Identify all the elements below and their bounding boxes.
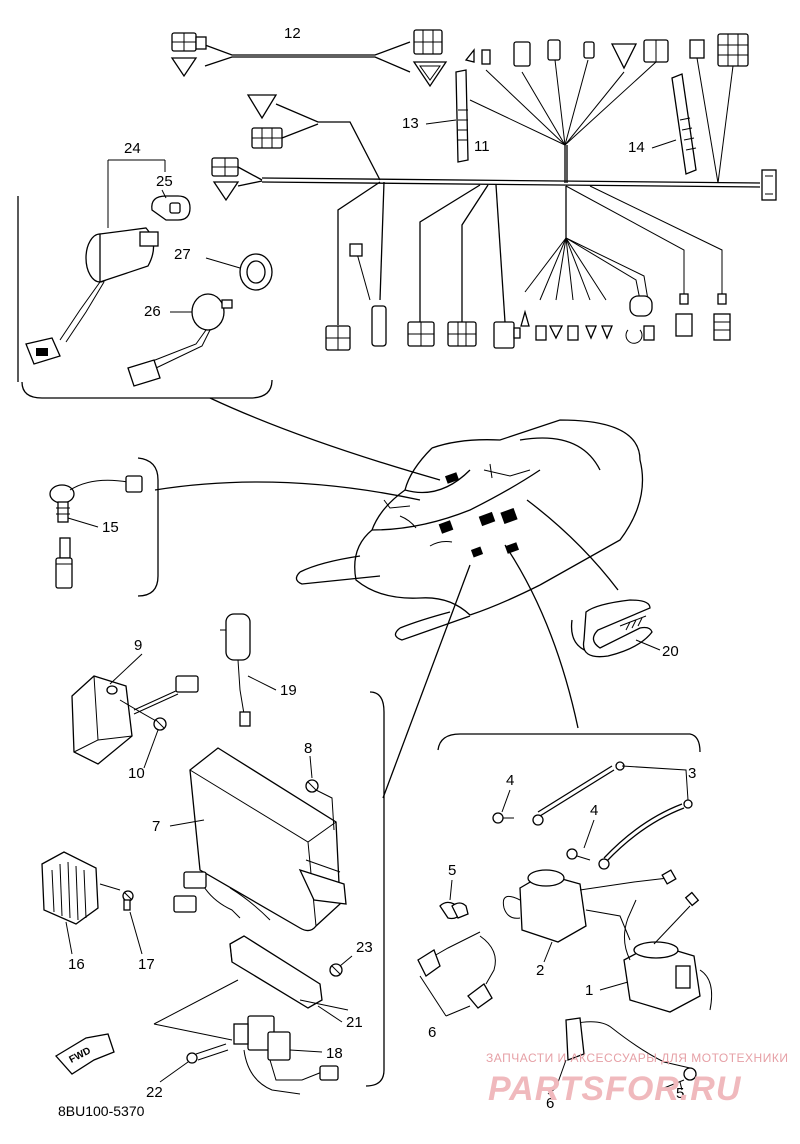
main-switch-group: [17, 159, 273, 399]
main-harness-11: [211, 33, 777, 351]
callout-16: 16: [68, 956, 85, 973]
snowmobile-outline: [154, 397, 644, 799]
callout-20: 20: [662, 643, 679, 660]
callout-1: 1: [585, 982, 593, 999]
callout-26: 26: [144, 303, 161, 320]
band-20-group: [570, 599, 653, 658]
callout-19: 19: [280, 682, 297, 699]
callout-10: 10: [128, 765, 145, 782]
callout-6-b: 6: [546, 1095, 554, 1112]
callout-7: 7: [152, 818, 160, 835]
cdi-group: [41, 613, 385, 1095]
callout-6-a: 6: [428, 1024, 436, 1041]
callout-11: 11: [474, 138, 490, 155]
callout-5-b: 5: [676, 1085, 684, 1102]
callout-3: 3: [688, 765, 696, 782]
callout-4-a: 4: [506, 772, 514, 789]
wire-harness-12: [170, 29, 448, 88]
callout-4-b: 4: [590, 802, 598, 819]
callout-25: 25: [156, 173, 173, 190]
sensor-15-group: [49, 457, 159, 597]
drawing-code: 8BU100-5370: [58, 1103, 145, 1119]
callout-5-a: 5: [448, 862, 456, 879]
callout-12: 12: [284, 25, 301, 42]
watermark: ЗАПЧАСТИ И АКСЕССУАРЫ ДЛЯ МОТОТЕХНИКИ PA…: [486, 1051, 788, 1108]
callout-22: 22: [146, 1084, 163, 1101]
callout-2: 2: [536, 962, 544, 979]
watermark-tagline: ЗАПЧАСТИ И АКСЕССУАРЫ ДЛЯ МОТОТЕХНИКИ: [486, 1051, 788, 1065]
callout-21: 21: [346, 1014, 363, 1031]
callout-17: 17: [138, 956, 155, 973]
callout-8: 8: [304, 740, 312, 757]
callout-18: 18: [326, 1045, 343, 1062]
callout-13: 13: [402, 115, 419, 132]
callout-9: 9: [134, 637, 142, 654]
callout-27: 27: [174, 246, 191, 263]
ignition-coil-group: [417, 733, 713, 1091]
watermark-brand: PARTSFOR.RU: [488, 1070, 742, 1108]
callout-23: 23: [356, 939, 373, 956]
callout-24: 24: [124, 140, 141, 157]
callouts: 1 2 3 4 4 5 5 6 6 7 8 9 10 11 12 13 14 1…: [65, 25, 696, 1112]
callout-14: 14: [628, 139, 645, 156]
callout-15: 15: [102, 519, 119, 536]
